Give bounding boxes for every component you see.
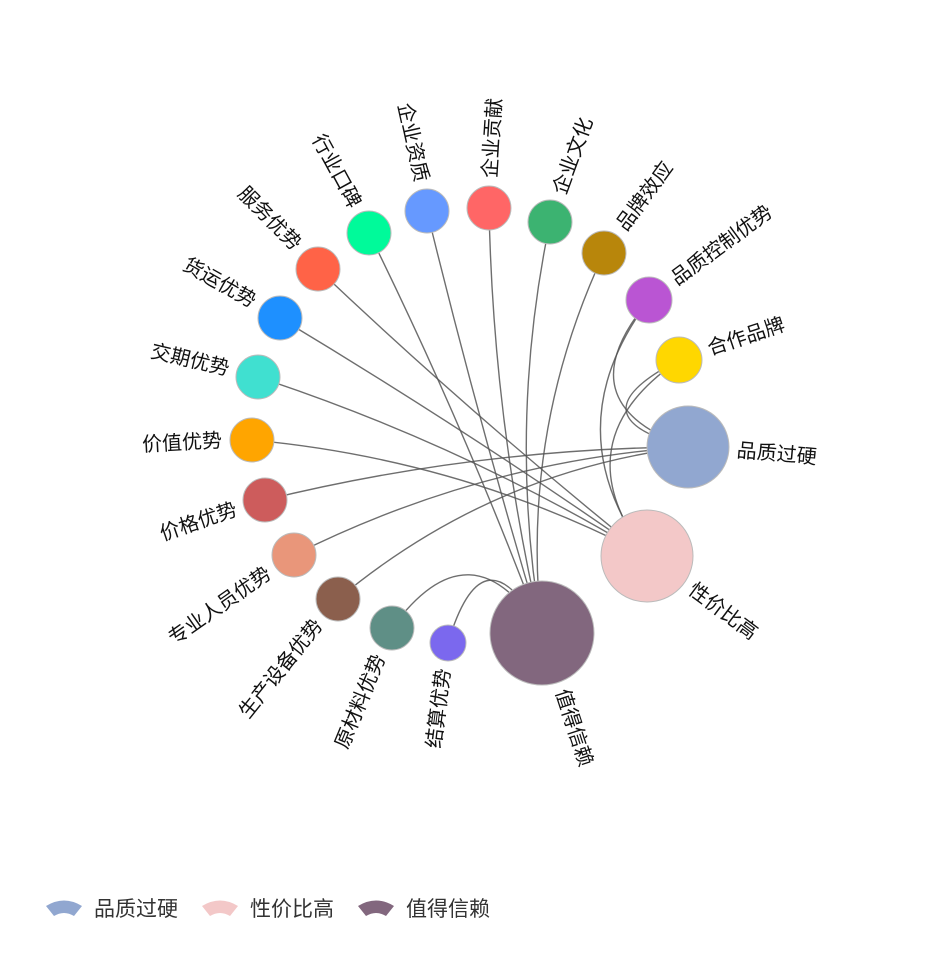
node-label: 企业资质 [393,101,434,184]
graph-link [317,268,648,557]
graph-link [368,232,543,634]
node-label: 生产设备优势 [234,614,328,723]
graph-link [525,221,551,634]
node-label: 服务优势 [233,181,306,255]
graph-node[interactable] [271,532,317,578]
graph-node[interactable] [295,246,341,292]
graph-link [488,207,543,634]
node-label: 企业贡献 [477,97,506,178]
graph-node[interactable] [229,417,275,463]
node-label: 性价比高 [684,577,763,644]
node-label: 品质控制优势 [666,200,777,290]
graph-node[interactable] [242,477,288,523]
legend-swatch [202,900,238,916]
graph-node[interactable] [581,230,627,276]
legend-swatch [46,900,82,916]
node-label: 行业口碑 [307,130,366,212]
graph-node[interactable] [466,185,512,231]
graph-node[interactable] [235,354,281,400]
fan-icon [202,900,238,916]
node-label: 企业文化 [548,114,598,197]
graph-link [251,439,648,557]
node-label: 结算优势 [421,667,455,749]
graph-node[interactable] [489,580,595,686]
legend: 品质过硬 性价比高 值得信赖 [44,893,512,923]
legend-label: 值得信赖 [406,897,490,921]
legend-label: 品质过硬 [94,897,178,921]
legend-item-value[interactable]: 性价比高 [200,893,334,923]
graph-node[interactable] [527,199,573,245]
legend-item-trust[interactable]: 值得信赖 [356,893,490,923]
graph-node[interactable] [429,624,467,662]
node-label: 值得信赖 [551,686,599,769]
network-graph: 企业资质 企业贡献 企业文化品牌效应品质控制优势合作品牌品质过硬性价比高值得信赖 结算… [141,97,818,769]
graph-node[interactable] [369,605,415,651]
graph-link [293,446,689,556]
graph-link [426,210,543,634]
graph-node[interactable] [404,188,450,234]
graph-node[interactable] [346,210,392,256]
legend-label: 性价比高 [250,897,334,921]
node-label: 品质过硬 [736,438,818,469]
node-label: 价格优势 [157,497,240,546]
graph-link [337,446,689,600]
graph-links [251,207,689,644]
node-label: 专业人员优势 [163,561,275,650]
node-label: 价值优势 [141,428,222,456]
graph-link [536,252,605,634]
node-label: 货运优势 [179,252,260,312]
graph-link [279,317,648,557]
node-label: 品牌效应 [611,156,678,235]
node-label: 交期优势 [149,339,232,381]
graph-node[interactable] [315,576,361,622]
graph-node[interactable] [625,276,673,324]
graph-node[interactable] [655,336,703,384]
graph-node[interactable] [257,295,303,341]
node-label: 合作品牌 [704,312,787,360]
node-label: 原材料优势 [330,651,390,753]
graph-node[interactable] [600,509,694,603]
graph-nodes [229,185,730,686]
graph-node[interactable] [646,405,730,489]
graph-link [264,446,689,501]
graph-link [257,376,648,557]
fan-icon [358,900,394,916]
legend-swatch [358,900,394,916]
legend-item-quality[interactable]: 品质过硬 [44,893,178,923]
fan-icon [46,900,82,916]
